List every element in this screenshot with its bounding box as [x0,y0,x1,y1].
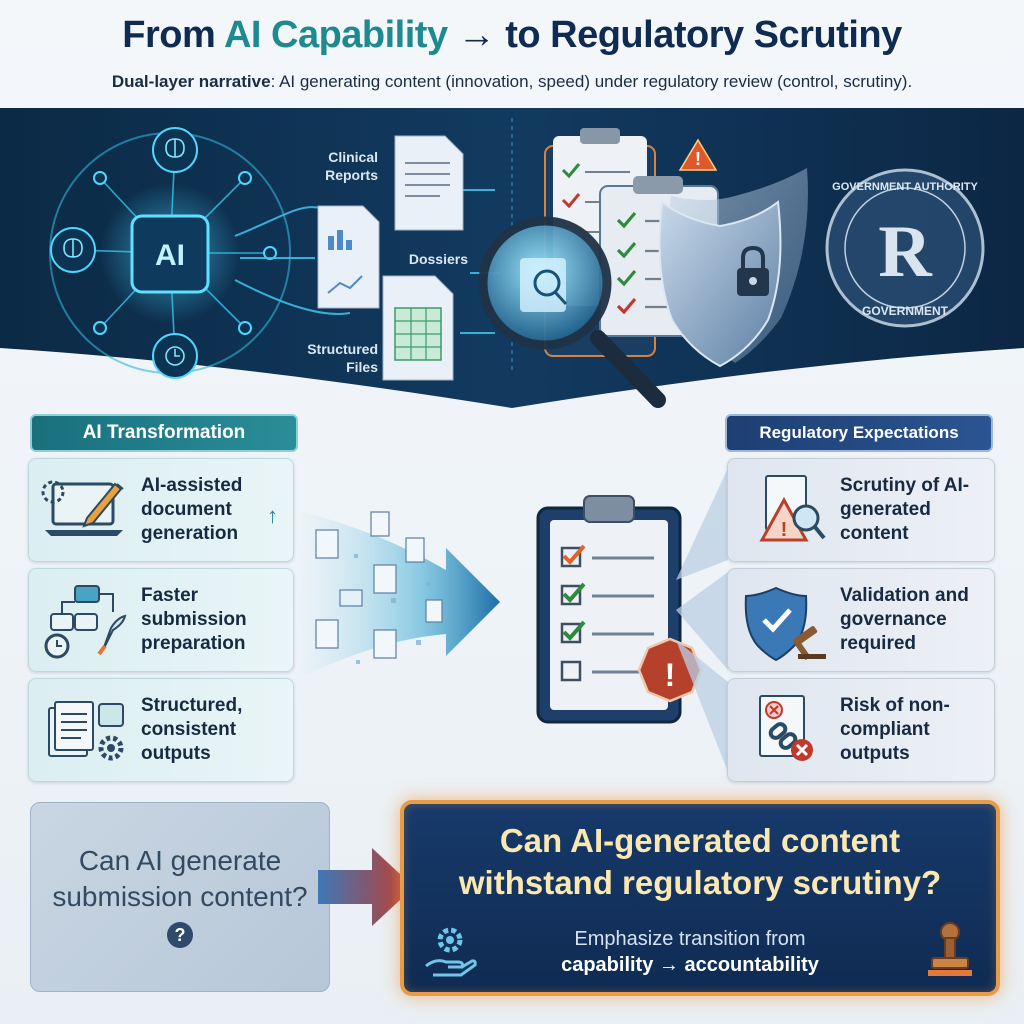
clinical-reports-label: Clinical Reports [325,149,378,183]
seal-top-text: GOVERNMENT AUTHORITY [832,181,978,193]
clinical-report-document-icon [394,135,464,231]
documents-gear-icon [29,679,141,781]
regulatory-checklist-clipboard-icon: ! [536,495,703,724]
regulatory-expectations-heading: Regulatory Expectations [725,414,993,452]
shield-gavel-icon [728,569,840,671]
seal-letter: R [878,211,933,293]
transition-arrow-icon [318,848,414,926]
emphasize-text: Emphasize transition from [574,928,806,950]
ai-network-icon: AI [49,127,291,379]
laptop-pen-icon [29,459,141,561]
broken-link-error-icon [728,679,840,781]
svg-text:!: ! [695,149,701,169]
svg-text:!: ! [665,657,676,693]
capability-question-box: Can AI generate submission content? ? [30,802,330,992]
dossier-document-icon [317,205,380,309]
capability-question-text: Can AI generate submission content? [52,845,308,912]
page-subtitle: Dual-layer narrative: AI generating cont… [111,72,913,91]
connector-rays [676,468,728,772]
title-accent: AI Capability [223,14,448,56]
document-warning-magnifier-icon: ! [728,459,840,561]
card-text: Scrutiny of AI-generated content [840,475,970,544]
question-mark-icon: ? [167,921,193,948]
structured-files-label: Structured Files [307,341,378,375]
arrow-up-icon: ↑ [267,503,278,528]
scrutiny-question: Can AI-generated content withstand regul… [458,822,942,901]
structured-file-document-icon [382,275,454,381]
card-scrutiny: ! Scrutiny of AI-generated content [727,458,995,562]
page-title: From AI Capability → to Regulatory Scrut… [122,14,902,56]
card-text: Validation and governance required [840,585,969,654]
card-text: Faster submission preparation [141,585,247,654]
workflow-rocket-icon [29,569,141,671]
card-text: Risk of non-compliant outputs [840,695,950,764]
card-validation-governance: Validation and governance required [727,568,995,672]
seal-bottom-text: GOVERNMENT [862,304,949,318]
transition-text: capability → accountability [561,954,819,976]
gear-hand-icon [425,927,477,977]
card-ai-assisted-generation: AI-assisted document generation ↑ [28,458,294,562]
government-authority-seal-icon: GOVERNMENT AUTHORITY GOVERNMENT R [825,168,985,328]
ai-chip-label: AI [155,239,185,272]
security-shield-icon [658,168,808,368]
card-text: AI-assisted document generation [141,475,243,544]
warning-triangle-icon: ! [678,138,718,171]
card-faster-submission: Faster submission preparation [28,568,294,672]
card-structured-outputs: Structured, consistent outputs [28,678,294,782]
hero-band: AI ! [0,108,1024,408]
ai-transformation-heading: AI Transformation [30,414,298,452]
document-flow-arrow [296,510,500,680]
magnifying-glass-icon [478,216,666,408]
regulatory-scrutiny-box: Can AI-generated content withstand regul… [400,800,1000,996]
approval-stamp-icon [928,922,972,976]
card-text: Structured, consistent outputs [141,695,243,764]
title-arrow: → [457,14,496,56]
dossiers-label: Dossiers [408,251,468,267]
card-risk-noncompliant: Risk of non-compliant outputs [727,678,995,782]
svg-text:!: ! [781,519,788,541]
